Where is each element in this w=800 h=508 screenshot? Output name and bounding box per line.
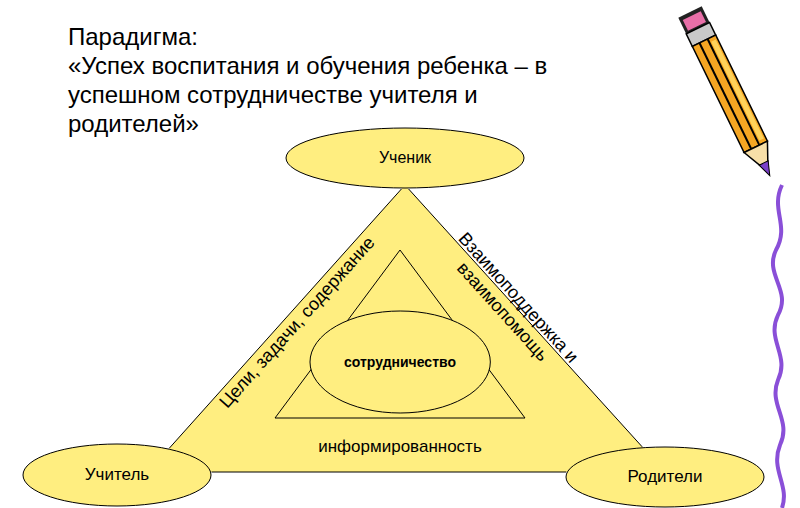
- text-box: Учитель: [85, 465, 149, 485]
- side-line: [212, 472, 567, 473]
- triangle-side: [212, 472, 567, 473]
- node-text: Родители: [628, 467, 703, 487]
- teacher-ellipse: Учитель: [22, 443, 212, 507]
- text-box: Родители: [628, 467, 703, 487]
- information-label: информированность: [318, 437, 482, 457]
- text-box: сотрудничество: [344, 354, 456, 370]
- text-box: Ученик: [379, 149, 431, 167]
- node-text: Учитель: [85, 465, 149, 485]
- cooperation-ellipse: сотрудничество: [309, 310, 491, 414]
- pencil: [678, 6, 781, 181]
- ellipse-shape: [310, 311, 490, 413]
- paradigm-quote: «Успех воспитания и обучения ребенка – в…: [68, 51, 603, 138]
- student-ellipse: Ученик: [285, 127, 525, 189]
- ellipse-shape: [286, 128, 524, 188]
- ellipse-shape: [566, 447, 764, 507]
- parents-ellipse: Родители: [565, 446, 765, 508]
- ellipse-shape: [23, 444, 211, 506]
- title: Парадигма:: [68, 22, 198, 51]
- purple-squiggle: [773, 185, 784, 508]
- node-text: Ученик: [379, 149, 431, 167]
- outer-triangle-fill: [148, 185, 665, 472]
- node-text: сотрудничество: [344, 354, 456, 370]
